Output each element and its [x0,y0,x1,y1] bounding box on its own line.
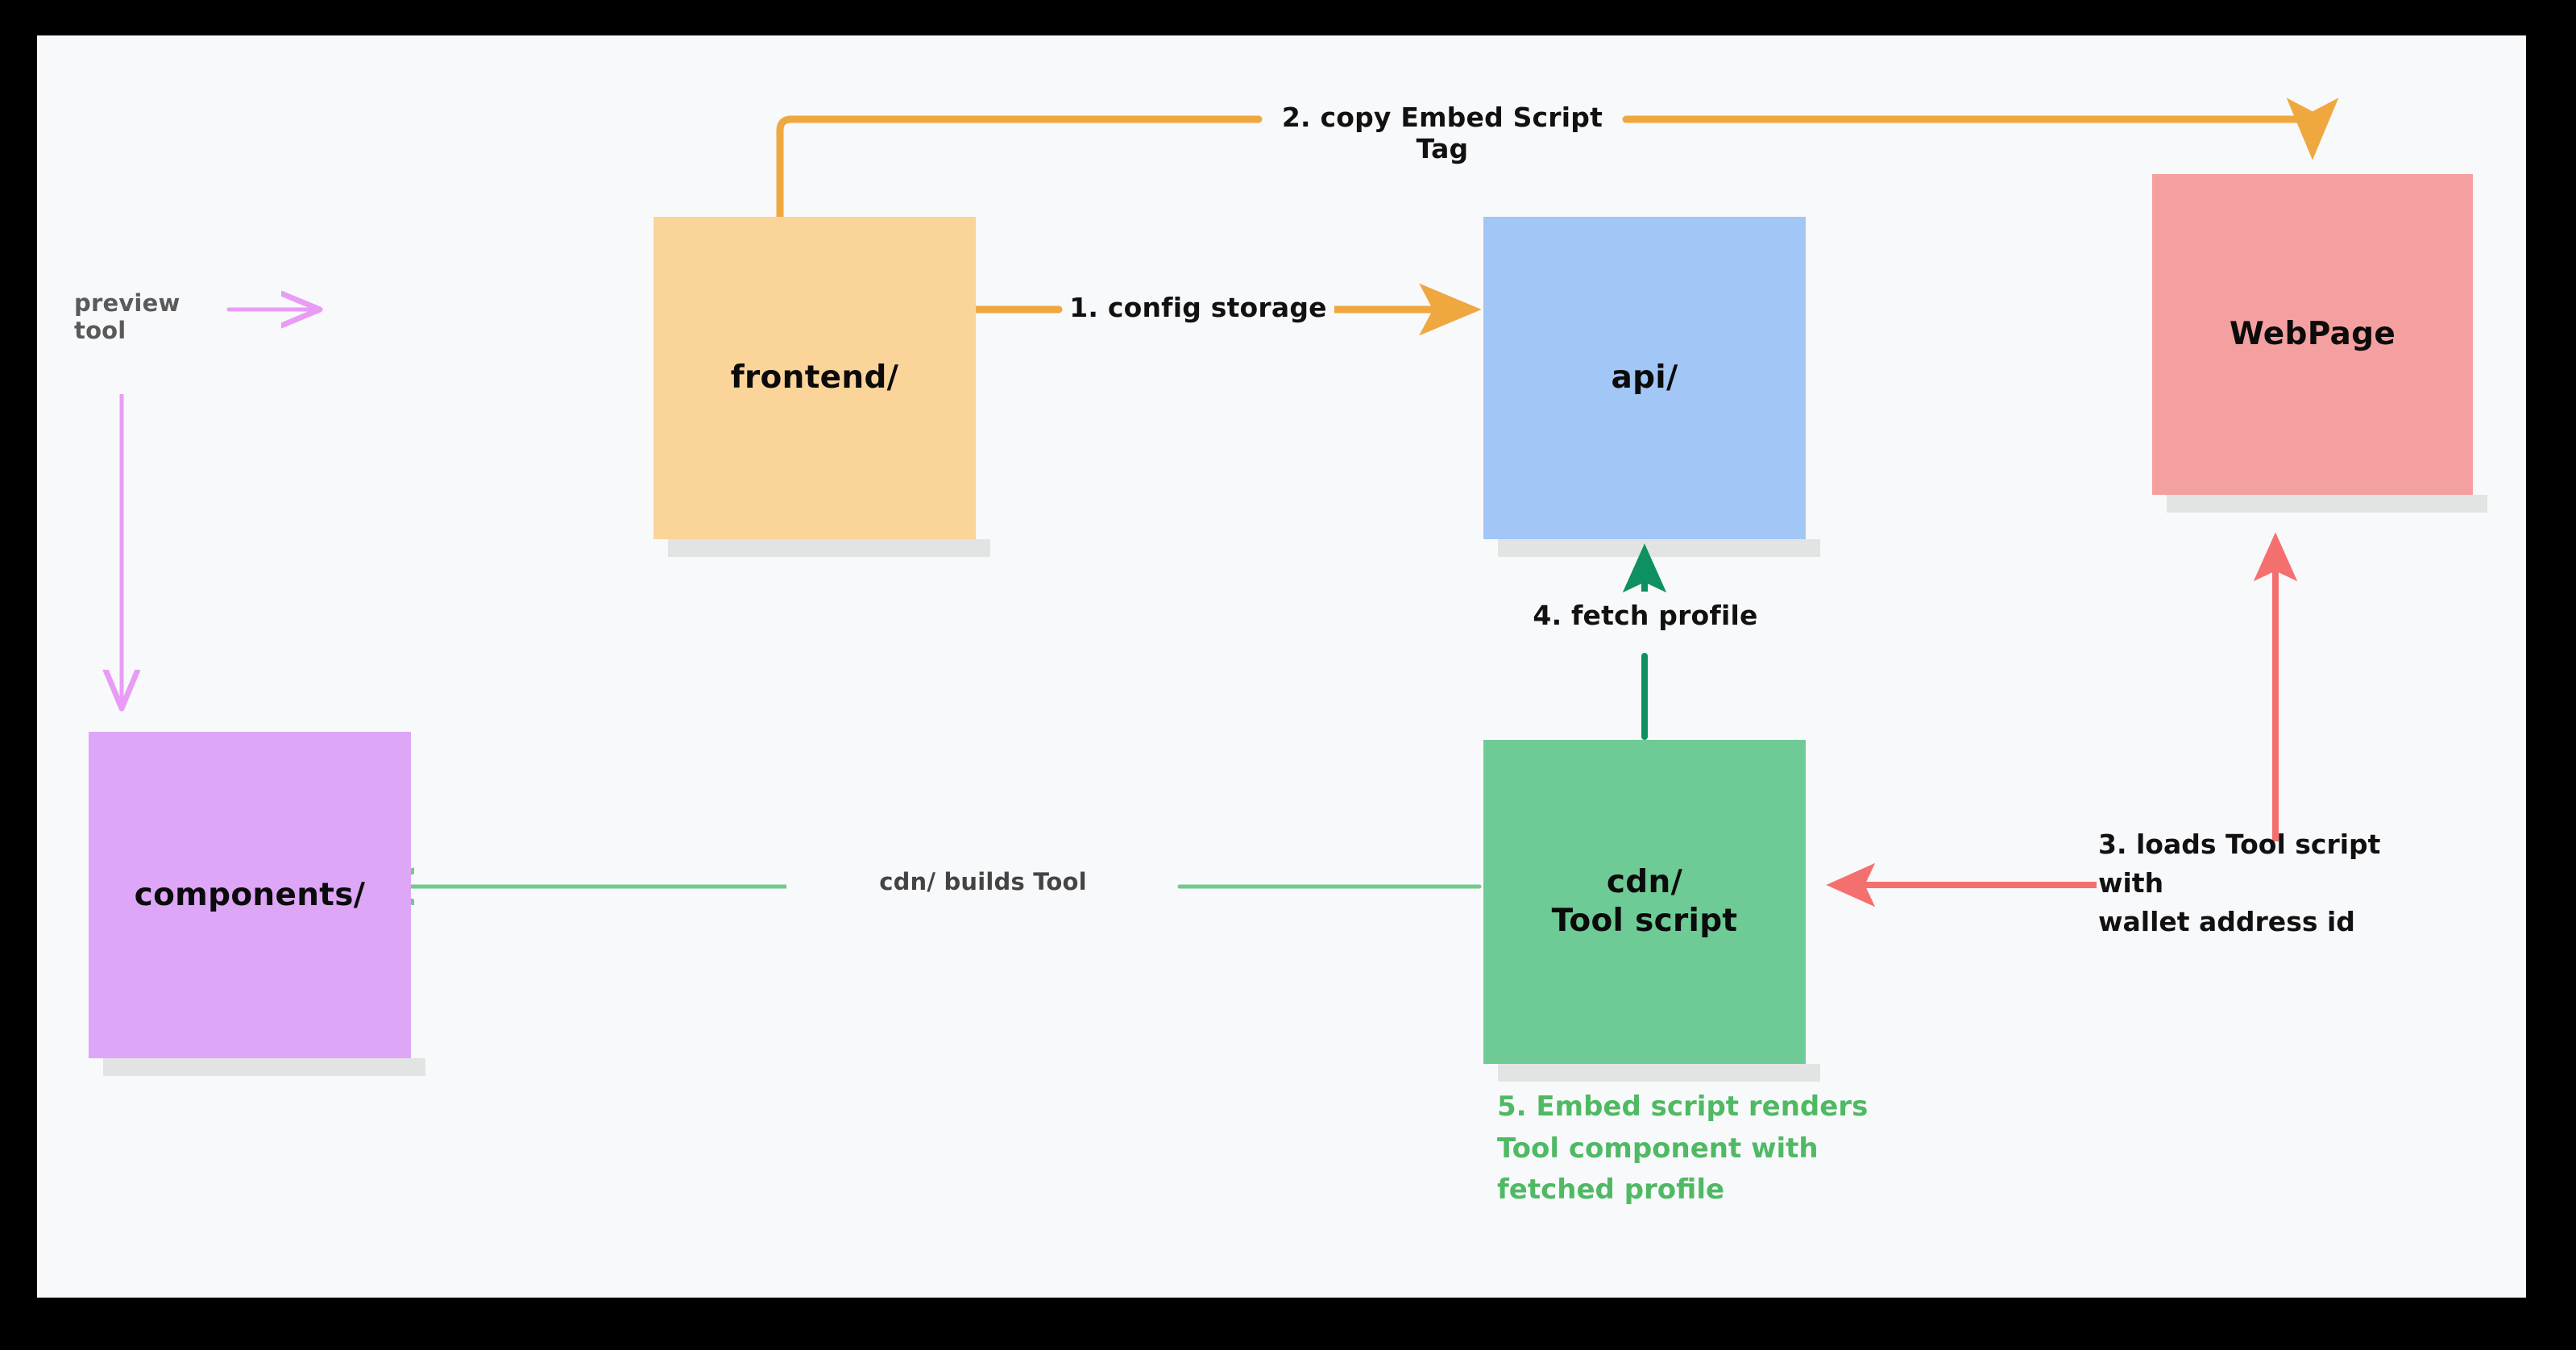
wire-copy-embed [776,98,2339,223]
connector-layer [37,98,2339,908]
diagram-canvas: frontend/ api/ WebPage components/ cdn/ … [37,35,2526,1298]
node-webpage[interactable]: WebPage [2152,174,2473,495]
node-shadow-webpage [2167,495,2487,513]
node-cdn-label: cdn/ Tool script [1551,864,1738,939]
node-shadow-frontend [668,539,990,557]
edge-label-fetch-profile: 4. fetch profile [1533,600,1758,631]
node-frontend[interactable]: frontend/ [653,217,976,539]
node-webpage-label: WebPage [2229,316,2396,353]
edge-label-loads-tool-script: 3. loads Tool script with wallet address… [2098,829,2381,937]
edge-label-cdn-builds-tool: cdn/ builds Tool [879,868,1087,895]
edge-label-preview-tool: preview tool [74,289,180,344]
node-api-label: api/ [1611,359,1678,397]
annotation-embed-renders: 5. Embed script renders Tool component w… [1497,1090,1869,1207]
node-shadow-components [103,1058,425,1076]
edge-label-copy-embed: 2. copy Embed Script Tag [1281,102,1603,164]
node-components-label: components/ [134,876,366,913]
node-frontend-label: frontend/ [730,359,899,397]
node-components[interactable]: components/ [89,732,411,1058]
node-shadow-cdn [1498,1064,1820,1082]
node-api[interactable]: api/ [1483,217,1806,539]
node-cdn[interactable]: cdn/ Tool script [1483,740,1806,1064]
edge-label-config-storage: 1. config storage [1069,292,1327,323]
